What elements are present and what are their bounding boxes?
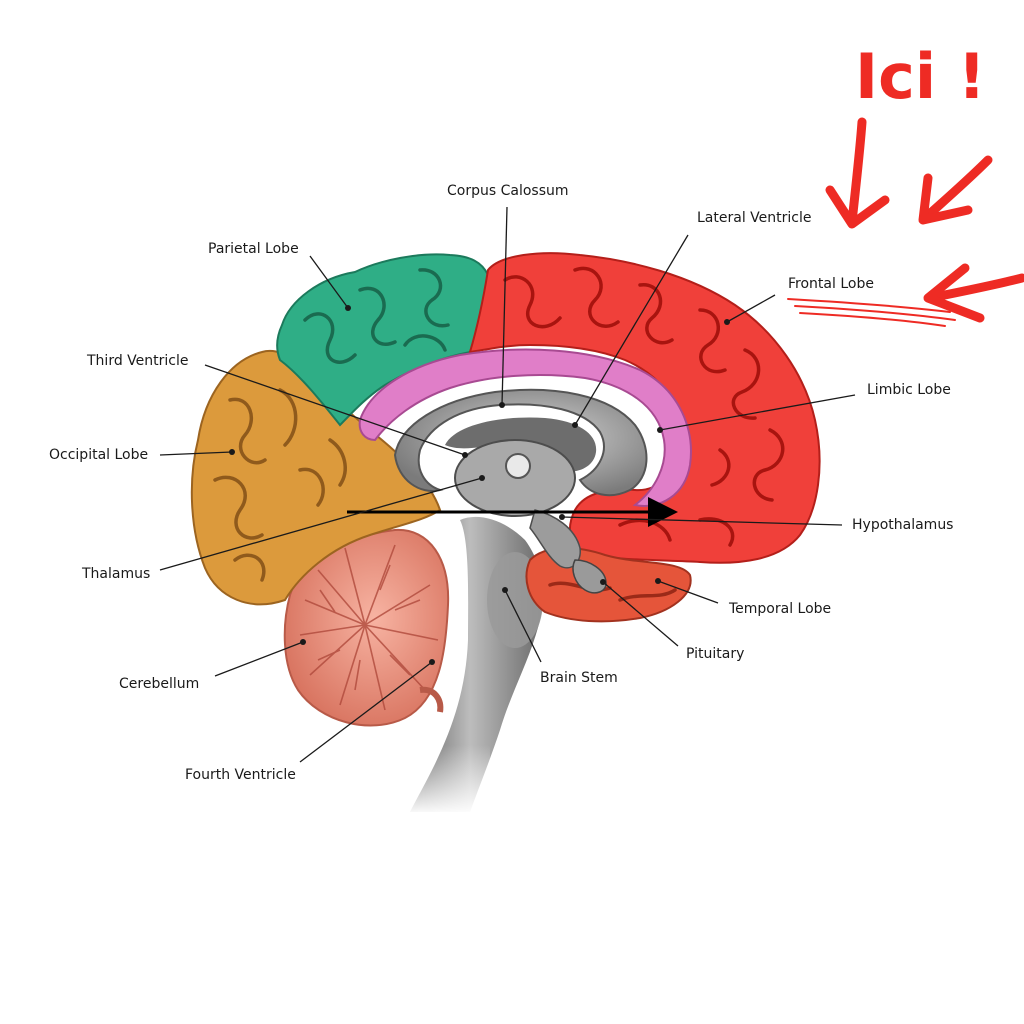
dot-lateral-ventricle	[572, 422, 578, 428]
label-lateral-ventricle: Lateral Ventricle	[697, 210, 811, 226]
label-hypothalamus: Hypothalamus	[852, 517, 953, 533]
dot-brain-stem	[502, 587, 508, 593]
third-ventricle-shape	[506, 454, 530, 478]
red-arrow-down-icon	[830, 122, 885, 224]
dot-third-ventricle	[462, 452, 468, 458]
label-frontal-lobe: Frontal Lobe	[788, 276, 874, 292]
label-pituitary: Pituitary	[686, 646, 744, 662]
dot-hypothalamus	[559, 514, 565, 520]
label-fourth-ventricle: Fourth Ventricle	[185, 767, 296, 783]
label-occipital-lobe: Occipital Lobe	[49, 447, 148, 463]
dot-parietal-lobe	[345, 305, 351, 311]
dot-cerebellum	[300, 639, 306, 645]
dot-corpus-calossum	[499, 402, 505, 408]
stem-fade	[400, 745, 490, 815]
label-parietal-lobe: Parietal Lobe	[208, 241, 299, 257]
dot-pituitary	[600, 579, 606, 585]
dot-temporal-lobe	[655, 578, 661, 584]
dot-thalamus	[479, 475, 485, 481]
label-brain-stem: Brain Stem	[540, 670, 618, 686]
label-limbic-lobe: Limbic Lobe	[867, 382, 951, 398]
dot-frontal-lobe	[724, 319, 730, 325]
label-thalamus: Thalamus	[81, 566, 150, 582]
label-third-ventricle: Third Ventricle	[86, 353, 188, 369]
dot-occipital-lobe	[229, 449, 235, 455]
label-cerebellum: Cerebellum	[119, 676, 199, 692]
red-arrow-diagonal-icon	[923, 160, 988, 220]
label-temporal-lobe: Temporal Lobe	[728, 601, 831, 617]
dot-fourth-ventricle	[429, 659, 435, 665]
dot-limbic-lobe	[657, 427, 663, 433]
annotation-text: Ici !	[855, 40, 986, 113]
label-corpus-calossum: Corpus Calossum	[447, 183, 569, 199]
